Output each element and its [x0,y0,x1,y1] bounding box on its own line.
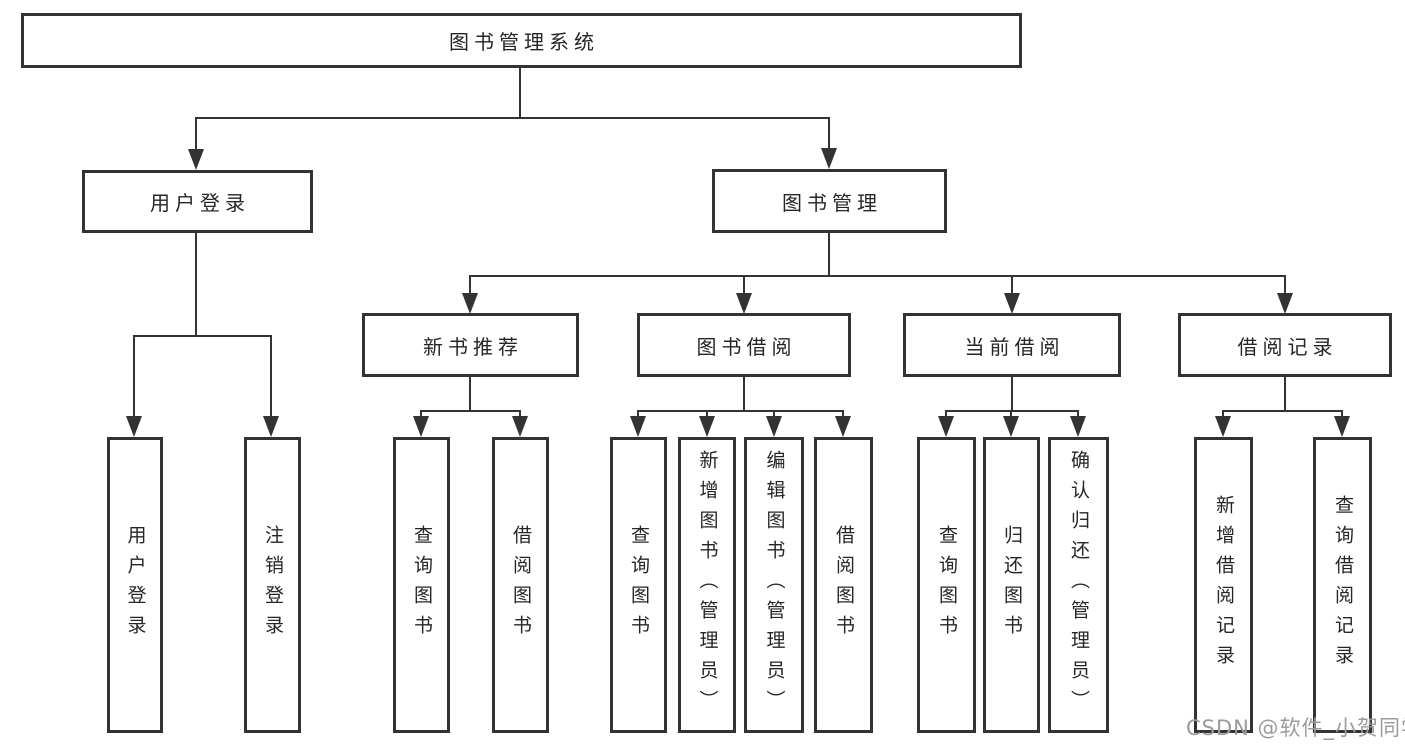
leaf-add-books-admin: 新增图书（管理员） [678,437,736,733]
connector-line [1010,410,1012,418]
connector-line [706,410,708,418]
leaf-query-books-recommend: 查询图书 [393,437,450,733]
connector-line [1222,410,1343,412]
arrow-down-icon [1334,416,1350,437]
leaf-add-borrow-record: 新增借阅记录 [1194,437,1253,733]
connector-line [637,410,639,418]
connector-line [773,410,775,418]
arrow-down-icon [736,293,752,314]
connector-line [842,410,844,418]
leaf-query-books-current: 查询图书 [917,437,976,733]
leaf-borrow-books-recommend: 借阅图书 [492,437,549,733]
leaf-user-login: 用户登录 [107,437,163,733]
connector-line [420,410,422,418]
arrow-down-icon [413,416,429,437]
connector-line [195,233,197,337]
connector-line [133,335,135,417]
connector-line [133,335,272,337]
leaf-return-books: 归还图书 [983,437,1040,733]
arrow-down-icon [263,416,279,437]
connector-line [828,233,830,277]
connector-line [1222,410,1224,418]
arrow-down-icon [1004,293,1020,314]
connector-line [1341,410,1343,418]
connector-line [519,68,521,118]
connector-line [1077,410,1079,418]
csdn-watermark: CSDN @软件_小贺同学 [1186,716,1405,740]
connector-line [469,377,471,412]
connector-line [743,275,745,295]
connector-line [1011,377,1013,412]
arrow-down-icon [699,416,715,437]
arrow-down-icon [1277,293,1293,314]
leaf-edit-books-admin: 编辑图书（管理员） [744,437,804,733]
arrow-down-icon [766,416,782,437]
connector-line [195,117,197,150]
connector-line [743,377,745,412]
node-user-login-branch: 用户登录 [82,170,313,233]
arrow-down-icon [835,416,851,437]
connector-line [1284,275,1286,295]
connector-line [828,117,830,150]
node-current-borrowing: 当前借阅 [903,313,1121,377]
arrow-down-icon [821,148,837,169]
connector-line [519,410,521,418]
connector-line [270,335,272,417]
node-borrowing-records: 借阅记录 [1178,313,1392,377]
arrow-down-icon [126,416,142,437]
connector-line [945,410,947,418]
node-book-management: 图书管理 [712,169,947,233]
leaf-query-books-borrow: 查询图书 [610,437,667,733]
connector-line [196,117,830,119]
arrow-down-icon [1003,416,1019,437]
leaf-logout: 注销登录 [244,437,301,733]
arrow-down-icon [512,416,528,437]
arrow-down-icon [938,416,954,437]
connector-line [1011,275,1013,295]
node-book-borrowing: 图书借阅 [637,313,851,377]
leaf-borrow-books: 借阅图书 [814,437,873,733]
node-new-book-recommendation: 新书推荐 [362,313,579,377]
connector-line [637,410,844,412]
connector-line [945,410,1079,412]
leaf-confirm-return-admin: 确认归还（管理员） [1048,437,1109,733]
connector-line [1284,377,1286,412]
node-library-management-system: 图书管理系统 [21,13,1022,68]
leaf-query-borrow-record: 查询借阅记录 [1313,437,1372,733]
arrow-down-icon [1215,416,1231,437]
connector-line [469,275,1286,277]
arrow-down-icon [462,293,478,314]
arrow-down-icon [1070,416,1086,437]
arrow-down-icon [630,416,646,437]
connector-line [420,410,521,412]
arrow-down-icon [188,149,204,170]
connector-line [469,275,471,295]
